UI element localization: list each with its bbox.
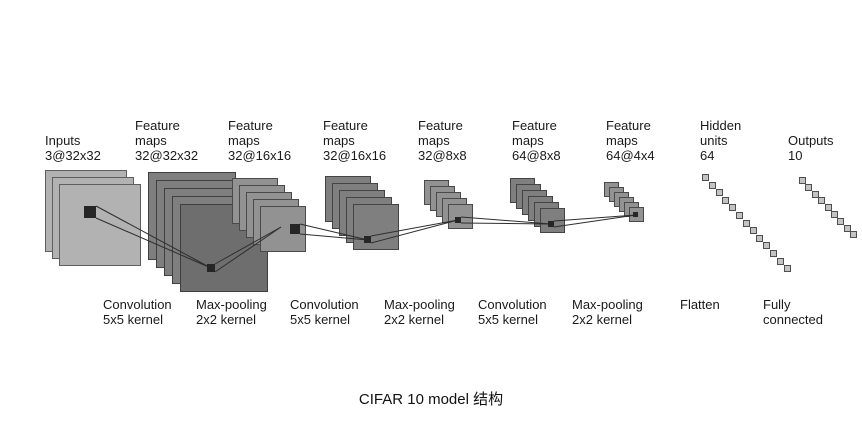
kernel-marker-5	[455, 217, 461, 223]
hidden-unit-square	[722, 197, 729, 204]
label-outputs: Outputs 10	[788, 133, 834, 163]
hidden-unit-square	[777, 258, 784, 265]
output-unit-square	[812, 191, 819, 198]
label-convolution-3: Convolution 5x5 kernel	[478, 297, 547, 327]
hidden-unit-square	[702, 174, 709, 181]
pool2-maps-square	[448, 204, 473, 229]
output-unit-square	[831, 211, 838, 218]
output-unit-square	[818, 197, 825, 204]
label-hidden-units: Hidden units 64	[700, 118, 742, 163]
label-maxpool-1: Max-pooling 2x2 kernel	[196, 297, 267, 327]
label-convolution-2: Convolution 5x5 kernel	[290, 297, 359, 327]
hidden-unit-square	[784, 265, 791, 272]
kernel-marker-7	[633, 212, 638, 217]
input-maps-square	[59, 184, 141, 266]
output-unit-square	[825, 204, 832, 211]
output-unit-square	[837, 218, 844, 225]
conv2-maps-square	[353, 204, 399, 250]
hidden-unit-square	[756, 235, 763, 242]
hidden-unit-square	[743, 220, 750, 227]
hidden-unit-square	[729, 204, 736, 211]
label-fully-connected: Fully connected	[763, 297, 823, 327]
kernel-marker-4	[364, 236, 371, 243]
hidden-unit-square	[709, 182, 716, 189]
label-feature-maps-1: Feature maps 32@32x32	[135, 118, 199, 163]
label-flatten: Flatten	[680, 297, 720, 312]
label-feature-maps-3: Feature maps 32@16x16	[323, 118, 387, 163]
output-unit-square	[844, 225, 851, 232]
label-feature-maps-2: Feature maps 32@16x16	[228, 118, 292, 163]
label-maxpool-3: Max-pooling 2x2 kernel	[572, 297, 643, 327]
kernel-marker-1	[84, 206, 96, 218]
kernel-marker-3	[290, 224, 300, 234]
label-inputs: Inputs 3@32x32	[45, 133, 101, 163]
output-unit-square	[850, 231, 857, 238]
label-maxpool-2: Max-pooling 2x2 kernel	[384, 297, 455, 327]
hidden-unit-square	[770, 250, 777, 257]
kernel-marker-2	[207, 264, 215, 272]
hidden-unit-square	[716, 189, 723, 196]
hidden-unit-square	[750, 227, 757, 234]
hidden-unit-square	[736, 212, 743, 219]
diagram-caption: CIFAR 10 model 结构	[358, 391, 504, 408]
label-feature-maps-5: Feature maps 64@8x8	[512, 118, 561, 163]
output-unit-square	[799, 177, 806, 184]
output-unit-square	[805, 184, 812, 191]
label-feature-maps-4: Feature maps 32@8x8	[418, 118, 467, 163]
kernel-marker-6	[548, 221, 554, 227]
hidden-unit-square	[763, 242, 770, 249]
label-convolution-1: Convolution 5x5 kernel	[103, 297, 172, 327]
label-feature-maps-6: Feature maps 64@4x4	[606, 118, 655, 163]
